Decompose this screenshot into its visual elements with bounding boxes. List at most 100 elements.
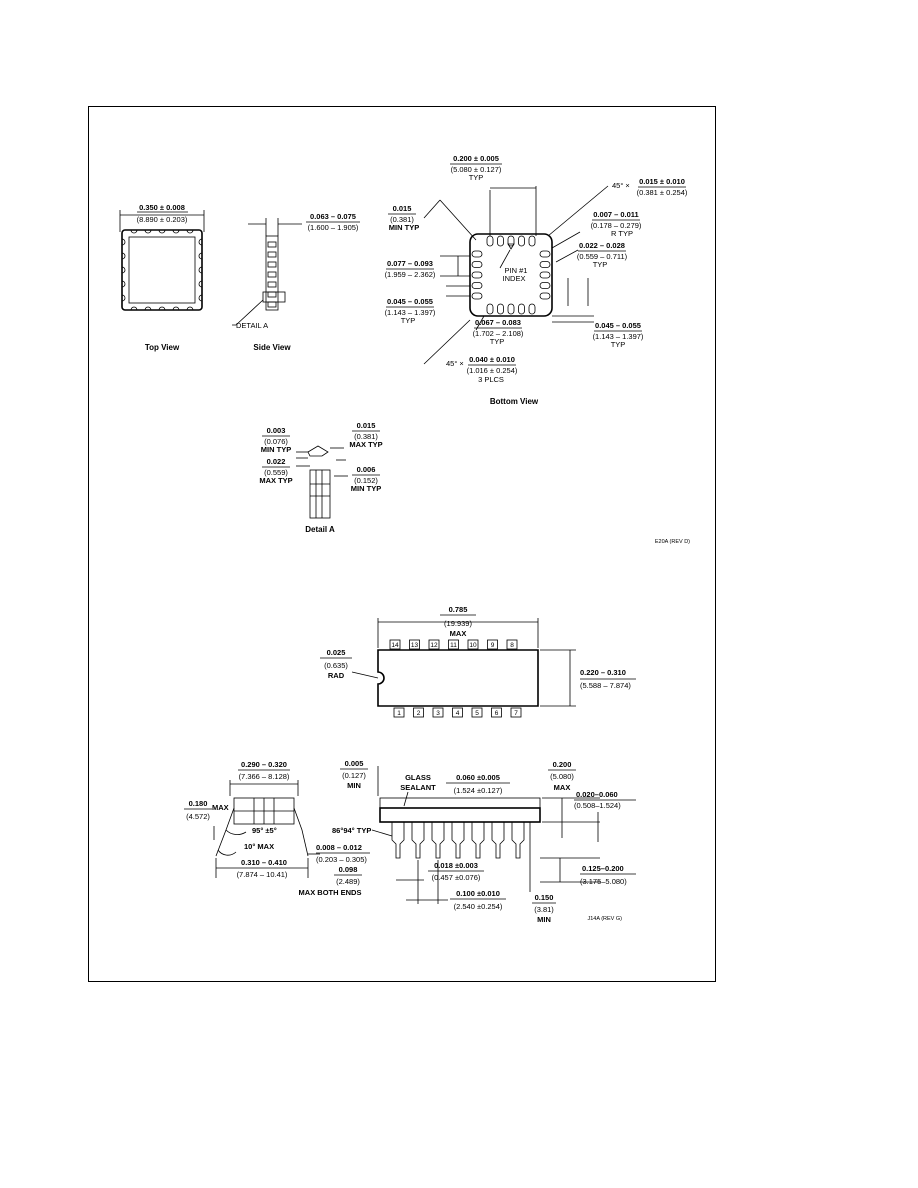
dip-pin-number: 4 <box>456 710 460 717</box>
pitch2-mm: (1.524 ±0.127) <box>454 786 503 795</box>
castellation <box>130 229 138 234</box>
pad <box>539 282 551 289</box>
pin-pitch-in: 0.200 ± 0.005 <box>453 154 499 163</box>
dip-drawing-id: J14A (REV G) <box>587 916 622 922</box>
dip-pin-number: 12 <box>430 642 438 649</box>
pad-width-typ: TYP <box>593 260 608 269</box>
pad <box>486 235 494 247</box>
max-height-note: MAX <box>554 783 571 792</box>
side-height-mm: (1.600 – 1.905) <box>308 223 359 232</box>
dip-side-view: 0.005 (0.127) MIN GLASS SEALANT 0.060 ±0… <box>299 759 636 924</box>
lid-min-note: MIN <box>347 781 361 790</box>
dip-side-lead <box>391 821 405 859</box>
pad <box>518 235 525 247</box>
min-typ: MIN TYP <box>389 223 419 232</box>
dip-side-lead <box>491 821 505 859</box>
pad <box>497 235 504 247</box>
castellation <box>172 306 180 311</box>
dip-pin-number: 10 <box>469 642 477 649</box>
bottom-view-pads <box>471 235 551 315</box>
row-spacing-mm: (7.366 – 8.128) <box>239 772 290 781</box>
side-view: 0.063 – 0.075 (1.600 – 1.905) DETAIL A S… <box>232 212 360 352</box>
side-lead <box>267 271 277 278</box>
pin1-index-mark <box>507 243 515 250</box>
pad <box>539 292 551 300</box>
dip-side-lead <box>411 821 425 859</box>
lead-length-in: 0.125–0.200 <box>582 864 624 873</box>
dip-pin-box <box>471 707 483 718</box>
castellation <box>198 252 203 260</box>
notch-radius-in: 0.025 <box>327 648 346 657</box>
dip-side-lead <box>431 821 445 859</box>
castellation <box>158 306 166 311</box>
detail-a-reference: DETAIL A <box>236 321 268 330</box>
height-mm: (4.572) <box>186 812 210 821</box>
pad-length-typ: TYP <box>401 316 416 325</box>
detail-d2-note: MAX TYP <box>349 440 382 449</box>
bottom-view-caption: Bottom View <box>490 397 539 406</box>
height-note: MAX <box>212 803 229 812</box>
dip-body-outline <box>377 649 539 707</box>
side-lead <box>267 301 277 308</box>
lead-width-mm: (0.457 ±0.076) <box>432 873 481 882</box>
side-view-leads <box>391 821 525 859</box>
dip-pin-number: 3 <box>436 710 440 717</box>
pad-length2-in: 0.045 – 0.055 <box>595 321 641 330</box>
dip-pin-box <box>510 707 522 718</box>
chamfer-prefix: 45° × <box>612 181 630 190</box>
dip-pin-box <box>506 639 518 650</box>
dip-width-mm: (5.588 – 7.874) <box>580 681 631 690</box>
detail-a-caption: Detail A <box>305 525 335 534</box>
radius-in: 0.007 – 0.011 <box>593 210 638 219</box>
dip-pin-box <box>452 707 463 718</box>
dip-pin-box <box>428 639 440 650</box>
pad <box>528 303 536 315</box>
dip-side-lead <box>511 821 525 859</box>
side-view-caption: Side View <box>253 343 291 352</box>
pad <box>507 235 515 247</box>
dip-pin-number: 5 <box>475 710 479 717</box>
dip-pin-box <box>432 707 444 718</box>
chamfer-mm: (0.381 ± 0.254) <box>637 188 688 197</box>
side-view-lid <box>379 797 541 809</box>
corner-prefix: 45° × <box>446 359 464 368</box>
detail-a-lead <box>309 469 331 519</box>
dip-side-lead <box>451 821 465 859</box>
pad-width-mm: (0.559 – 0.711) <box>577 252 628 261</box>
min-mm: (0.381) <box>390 215 414 224</box>
pad <box>539 271 551 279</box>
max-height-in: 0.200 <box>553 760 572 769</box>
max-height-mm: (5.080) <box>550 772 574 781</box>
dip-pin-box <box>393 707 405 718</box>
dip-pin-box <box>389 639 401 650</box>
dip-pin-box <box>467 639 479 650</box>
pad-spacing-in: 0.067 – 0.083 <box>475 318 521 327</box>
end-max-note: MAX BOTH ENDS <box>299 888 362 897</box>
side-height-in: 0.063 – 0.075 <box>310 212 356 221</box>
pad <box>471 292 483 300</box>
notch-radius-note: RAD <box>328 671 345 680</box>
dip-side-lead <box>471 821 485 859</box>
top-view-body <box>121 229 203 311</box>
dip-pin-number: 2 <box>417 710 421 717</box>
pad <box>507 303 515 315</box>
pad-offset-mm: (1.959 – 2.362) <box>385 270 436 279</box>
detail-d3-in: 0.022 <box>267 457 286 466</box>
side-lead <box>267 241 277 248</box>
drawing-frame <box>88 106 716 982</box>
dip-pin-box <box>448 639 459 650</box>
detail-d2-in: 0.015 <box>357 421 376 430</box>
pad-offset-in: 0.077 – 0.093 <box>387 259 433 268</box>
bottom-view-body <box>469 233 553 317</box>
detail-a: 0.003 (0.076) MIN TYP 0.015 (0.381) MAX … <box>259 421 382 534</box>
castellation <box>198 294 203 302</box>
castellation <box>198 266 203 274</box>
castellation <box>121 252 126 260</box>
angle-2: 10° MAX <box>244 842 274 851</box>
dip-pin-number: 14 <box>391 642 399 649</box>
dip-pin-number: 9 <box>491 642 495 649</box>
detail-d2-mm: (0.381) <box>354 432 378 441</box>
pad <box>471 261 483 268</box>
plcc-drawing-id: E20A (REV D) <box>655 539 690 545</box>
